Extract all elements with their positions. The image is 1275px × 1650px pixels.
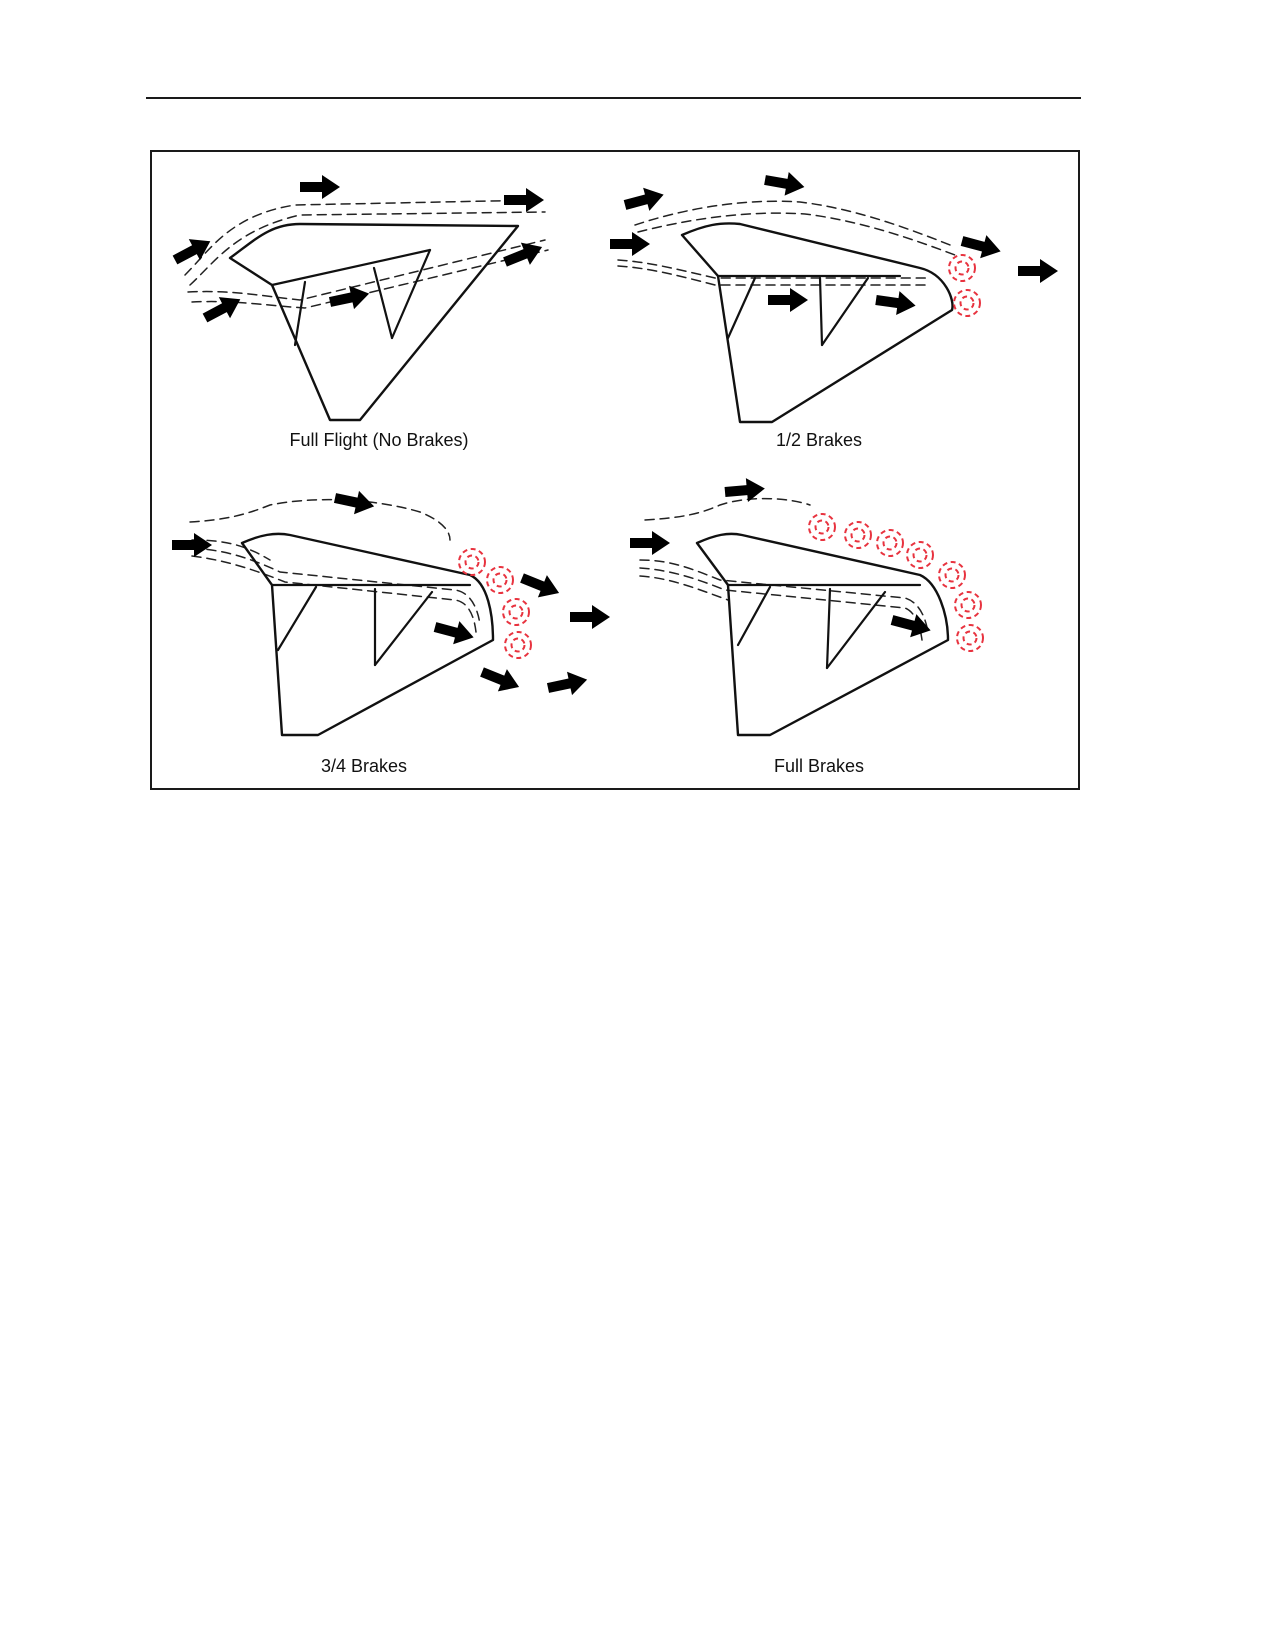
arrow-icon [327,281,372,314]
vortex-icon [953,289,981,317]
airflow-line [634,200,951,246]
airflow-line [639,559,929,633]
airflow-line [639,567,923,641]
airflow-line [187,239,546,301]
vortex-icon [808,513,836,541]
arrow-icon [723,476,766,504]
arrow-icon [172,533,212,557]
vortex-icon [458,548,486,576]
wing-outline [228,222,520,422]
arrow-icon [545,667,590,700]
header-rule [146,97,1081,99]
arrow-icon [517,566,564,605]
arrow-icon [169,230,216,271]
arrow-icon [768,288,808,312]
vortex-icon [938,561,966,589]
panel-full-brakes [630,476,984,737]
brake-line [276,585,318,652]
brake-line [820,276,870,347]
vortex-icon [486,566,514,594]
airflow-line [637,212,956,256]
wing-line [270,248,432,287]
arrow-icon [621,183,667,217]
vortex-icon [948,254,976,282]
vortex-icon [504,631,532,659]
airflow-line [191,547,481,626]
brake-line [825,590,887,670]
arrow-icon [332,486,377,519]
brake-line [825,587,832,670]
brake-line [736,585,772,647]
figure-frame [150,150,1080,790]
airflow-line [184,199,541,276]
arrow-icon [500,235,547,274]
panel-caption: Full Brakes [773,756,865,776]
arrow-icon [570,605,610,629]
arrow-icon [1018,259,1058,283]
arrow-icon [874,288,918,318]
vortex-icon [956,624,984,652]
airflow-line [644,497,811,521]
brake-line [372,266,394,340]
arrow-icon [300,175,340,199]
airflow-line [189,211,546,286]
brake-line [726,276,757,340]
airflow-line [617,265,931,286]
vortex-icon [876,529,904,557]
brake-line [390,248,432,340]
brake-line [373,590,434,667]
arrow-icon [630,531,670,555]
wing-outline [695,532,950,737]
arrow-icon [958,229,1004,263]
panel-three-quarter-brakes [172,486,610,737]
airflow-line [617,259,931,279]
arrow-icon [431,615,477,649]
panel-full-flight [169,175,549,422]
wing-outline [240,532,495,737]
brake-line [293,280,307,347]
arrow-icon [762,168,807,199]
airflow-line [191,555,477,633]
arrow-icon [477,660,524,699]
vortex-icon [844,521,872,549]
vortex-icon [906,541,934,569]
panel-half-brakes [610,168,1058,424]
vortex-icon [502,598,530,626]
arrow-icon [610,232,650,256]
airflow-line [191,249,549,309]
vortex-icon [954,591,982,619]
panel-caption: Full Flight (No Brakes) [289,430,469,450]
arrow-icon [504,188,544,212]
arrow-icon [199,288,246,329]
airflow-line [189,498,451,541]
airflow-line [639,575,729,601]
wing-outline [680,222,954,424]
panel-caption: 3/4 Brakes [320,756,408,776]
panel-caption: 1/2 Brakes [775,430,863,450]
brake-line [818,276,824,347]
